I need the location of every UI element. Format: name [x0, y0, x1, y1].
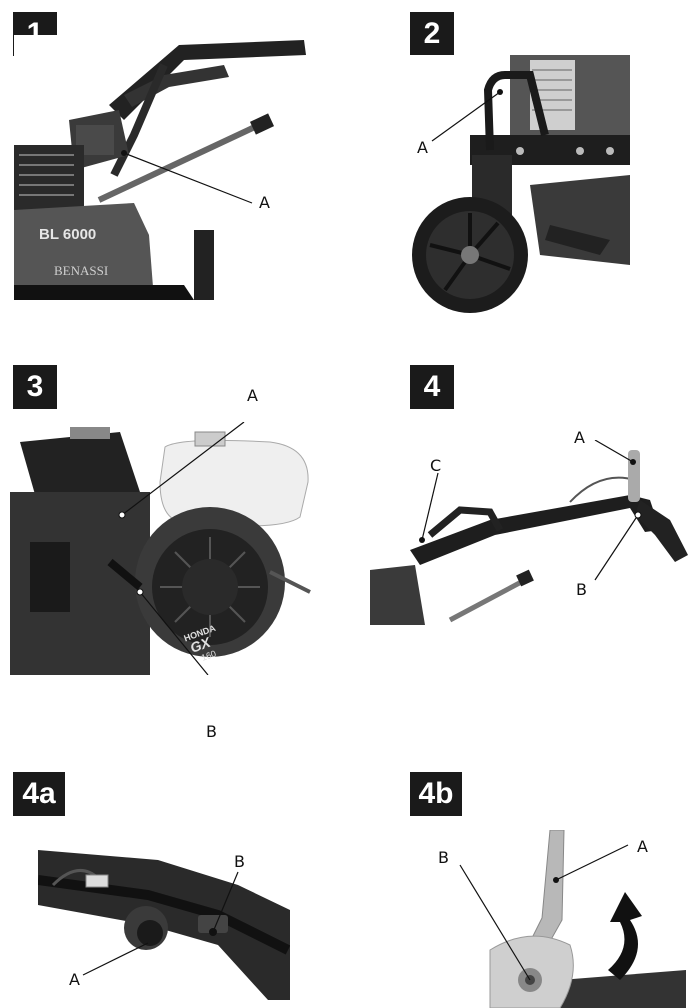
- figure-3-photo: HONDA GX 160: [10, 422, 325, 675]
- figure-4a-badge: 4a: [13, 772, 65, 816]
- figure-4-callout-b: B: [576, 580, 587, 599]
- figure-4a-photo: [38, 840, 290, 1000]
- engine-model-text: 160: [200, 648, 218, 663]
- figure-4-callout-c: C: [430, 456, 442, 475]
- figure-2-callout-a: A: [417, 138, 428, 157]
- figure-4a-callout-b: B: [234, 852, 245, 871]
- figure-4b-photo: [430, 830, 686, 1008]
- figure-4-photo: [370, 440, 690, 625]
- figure-4-badge: 4: [410, 365, 454, 409]
- figure-3-callout-a: A: [247, 386, 258, 405]
- figure-4b-callout-a: A: [637, 837, 648, 856]
- figure-3-callout-b: B: [206, 722, 217, 741]
- figure-2-badge: 2: [410, 12, 454, 56]
- machine-model-text: BL 6000: [39, 226, 96, 243]
- engine-series-text: GX: [188, 633, 214, 656]
- machine-brand-text: BENASSI: [54, 263, 108, 278]
- figure-4a-callout-a: A: [69, 970, 80, 989]
- figure-4b-badge: 4b: [410, 772, 462, 816]
- figure-1-photo: BL 6000 BENASSI: [14, 35, 314, 300]
- figure-1-callout-a: A: [259, 193, 270, 212]
- figure-3-badge: 3: [13, 365, 57, 409]
- figure-2-photo: [380, 55, 632, 315]
- figure-4b-callout-b: B: [438, 848, 449, 867]
- figure-4-callout-a: A: [574, 428, 585, 447]
